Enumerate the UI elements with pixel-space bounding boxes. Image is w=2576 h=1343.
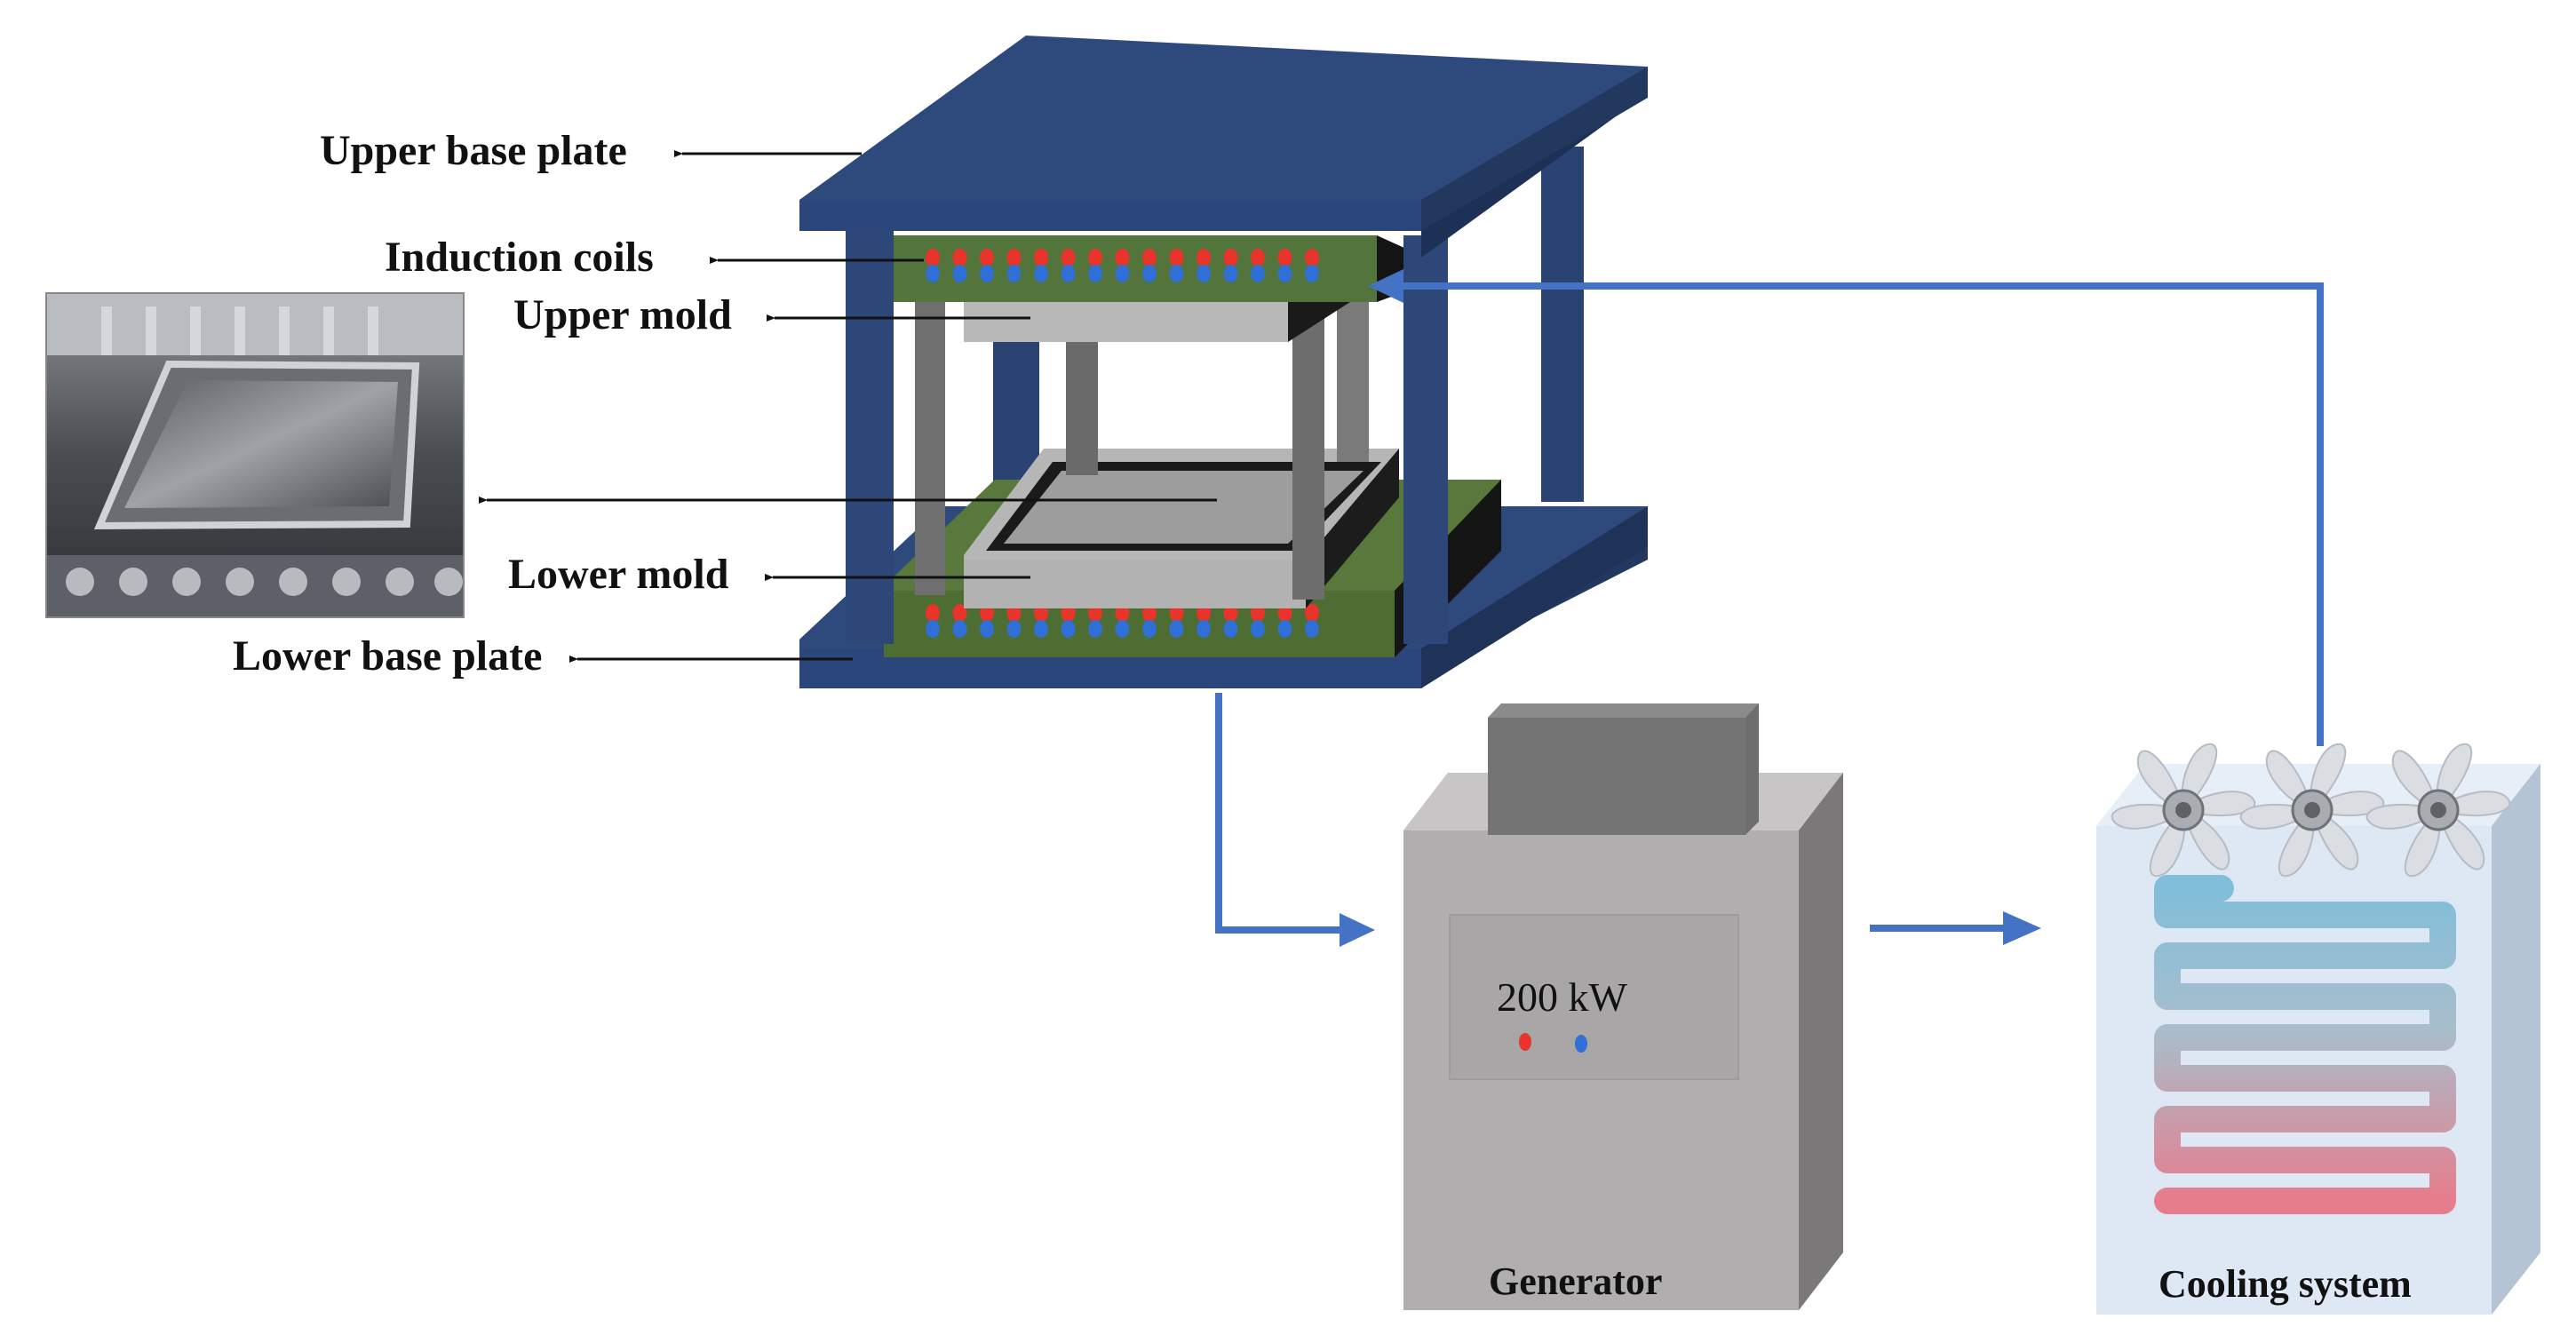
coil-hot-end xyxy=(952,604,967,622)
coil-hot-end xyxy=(1197,249,1211,266)
coil-hot-end xyxy=(926,604,940,622)
coil-cold-end xyxy=(980,265,994,282)
coil-hot-end xyxy=(1142,249,1157,266)
fan-icon xyxy=(2239,743,2385,878)
coil-cold-end xyxy=(1305,620,1319,638)
coil-cold-end xyxy=(1088,620,1102,638)
coil-hot-end xyxy=(1006,249,1022,266)
coil-cold-end xyxy=(1169,265,1184,282)
fan-icon xyxy=(2111,743,2256,878)
coil-cold-end xyxy=(1223,620,1238,638)
label-induction-coils: Induction coils xyxy=(385,234,654,281)
generator-to-cooling-arrowhead xyxy=(2003,911,2041,945)
label-lower-mold: Lower mold xyxy=(508,551,729,598)
coil-hot-end xyxy=(926,249,940,266)
generator-display-panel xyxy=(1449,914,1739,1080)
coil-hot-end xyxy=(1251,249,1265,266)
coil-hot-end xyxy=(1034,249,1048,266)
coil-hot-end xyxy=(1223,249,1238,266)
coil-cold-end xyxy=(1034,620,1048,638)
coil-cold-end xyxy=(1142,265,1157,282)
coil-hot-end xyxy=(1169,249,1184,266)
coil-cold-end xyxy=(1251,620,1265,638)
coil-hot-end xyxy=(952,249,967,266)
coil-cold-end xyxy=(1061,265,1076,282)
coil-cold-end xyxy=(952,265,967,282)
coil-hot-end xyxy=(1088,249,1102,266)
coil-cold-end xyxy=(926,265,940,282)
coil-cold-end xyxy=(1088,265,1102,282)
label-upper-base-plate: Upper base plate xyxy=(320,127,627,174)
coil-cold-end xyxy=(952,620,967,638)
cooling-system-label: Cooling system xyxy=(2159,1262,2412,1306)
coil-hot-end xyxy=(1305,604,1319,622)
mold-photo xyxy=(45,292,465,618)
coil-cold-end xyxy=(1061,620,1076,638)
label-upper-mold: Upper mold xyxy=(513,291,732,338)
coil-cold-end xyxy=(1115,620,1130,638)
coil-hot-end xyxy=(1277,249,1292,266)
coil-cold-end xyxy=(1305,265,1319,282)
lower-mold xyxy=(964,449,1399,608)
coil-cold-end xyxy=(1197,265,1211,282)
coil-cold-end xyxy=(1251,265,1265,282)
serpentine-coil-icon xyxy=(2154,875,2456,1214)
coil-cold-end xyxy=(1169,620,1184,638)
flow-arrows xyxy=(1215,269,2324,947)
coil-cold-end xyxy=(1006,265,1022,282)
fan-icon xyxy=(2365,743,2511,878)
front-pillars xyxy=(846,226,1448,644)
label-lower-base-plate: Lower base plate xyxy=(233,632,542,679)
upper-base-plate xyxy=(799,36,1648,258)
coil-cold-end xyxy=(926,620,940,638)
press-to-generator-line xyxy=(1215,693,1340,934)
cooling-system-unit: Cooling system xyxy=(2096,743,2540,1315)
hot-indicator-dot xyxy=(1519,1033,1531,1051)
upper-induction-coils xyxy=(893,235,1426,302)
coil-hot-end xyxy=(1115,249,1130,266)
generator-unit: 200 kW Generator xyxy=(1403,703,1843,1310)
coil-cold-end xyxy=(1197,620,1211,638)
cooling-to-press-arrowhead xyxy=(1368,269,1403,303)
coil-cold-end xyxy=(1223,265,1238,282)
upper-mold xyxy=(964,258,1350,342)
label-arrows xyxy=(479,150,1217,663)
generator-power-readout: 200 kW xyxy=(1497,974,1628,1020)
cold-indicator-dot xyxy=(1575,1035,1587,1053)
guide-rods xyxy=(915,293,1369,600)
coil-cold-end xyxy=(1142,620,1157,638)
induction-press xyxy=(799,36,1648,688)
cooling-to-press-line xyxy=(1403,282,2324,746)
coil-cold-end xyxy=(1115,265,1130,282)
coil-cold-end xyxy=(980,620,994,638)
coil-cold-end xyxy=(1277,620,1292,638)
coil-hot-end xyxy=(980,249,994,266)
coil-cold-end xyxy=(1277,265,1292,282)
coil-hot-end xyxy=(1061,249,1076,266)
press-to-generator-arrowhead xyxy=(1340,913,1375,947)
generator-label: Generator xyxy=(1489,1260,1662,1303)
coil-cold-end xyxy=(1006,620,1022,638)
serpentine-tube xyxy=(2154,875,2456,1214)
coil-cold-end xyxy=(1034,265,1048,282)
coil-hot-end xyxy=(1305,249,1319,266)
